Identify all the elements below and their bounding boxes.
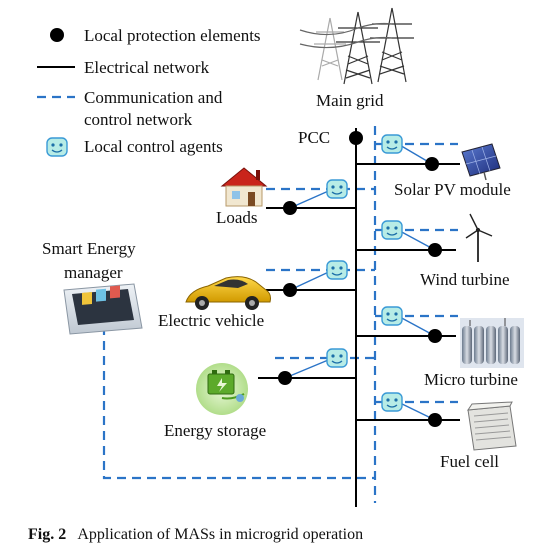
legend-protection-label: Local protection elements <box>84 26 261 45</box>
agent-wind-icon <box>381 220 403 240</box>
protection-elements <box>278 131 442 427</box>
protection-loads <box>283 201 297 215</box>
control-agents <box>326 134 403 412</box>
legend-agent-icon <box>46 137 68 157</box>
legend-comm-label-1: Communication and <box>84 88 223 107</box>
sem-label-2: manager <box>64 263 123 282</box>
legend: Local protection elements Electrical net… <box>37 26 261 157</box>
battery-icon <box>196 363 248 415</box>
protection-wind <box>428 243 442 257</box>
protection-fuel <box>428 413 442 427</box>
agent-storage-icon <box>326 348 348 368</box>
main-grid-label: Main grid <box>316 91 384 110</box>
sem-label-1: Smart Energy <box>42 239 136 258</box>
electric-car-icon <box>185 276 271 310</box>
legend-protection-dot <box>50 28 64 42</box>
fuel-cell-icon <box>467 401 517 451</box>
figure-caption: Fig. 2 Application of MASs in microgrid … <box>28 526 363 543</box>
legend-comm-label-2: control network <box>84 110 193 129</box>
ev-label: Electric vehicle <box>158 311 264 330</box>
wind-turbine-icon <box>465 213 493 262</box>
energy-manager-device-icon <box>63 283 143 335</box>
wind-label: Wind turbine <box>420 270 510 289</box>
legend-electrical-label: Electrical network <box>84 58 210 77</box>
fuel-label: Fuel cell <box>440 452 499 471</box>
micro-turbine-icon <box>460 318 524 368</box>
figure-caption-text: Application of MASs in microgrid operati… <box>77 526 363 543</box>
solar-label: Solar PV module <box>394 180 511 199</box>
loads-label: Loads <box>216 208 258 227</box>
agent-loads-icon <box>326 179 348 199</box>
agent-micro-icon <box>381 306 403 326</box>
protection-pcc <box>349 131 363 145</box>
agent-fuel-icon <box>381 392 403 412</box>
comm-branch-sem <box>102 326 375 480</box>
protection-solar <box>425 157 439 171</box>
solar-panel-icon <box>461 143 501 181</box>
agent-solar-icon <box>381 134 403 154</box>
storage-label: Energy storage <box>164 421 266 440</box>
pylon-icon <box>299 7 414 85</box>
protection-ev <box>283 283 297 297</box>
pcc-label: PCC <box>298 128 330 147</box>
legend-agents-label: Local control agents <box>84 137 223 156</box>
figure-number: Fig. 2 <box>28 526 66 543</box>
protection-micro <box>428 329 442 343</box>
agent-ev-icon <box>326 260 348 280</box>
micro-label: Micro turbine <box>424 370 518 389</box>
protection-storage <box>278 371 292 385</box>
house-icon <box>220 167 268 207</box>
